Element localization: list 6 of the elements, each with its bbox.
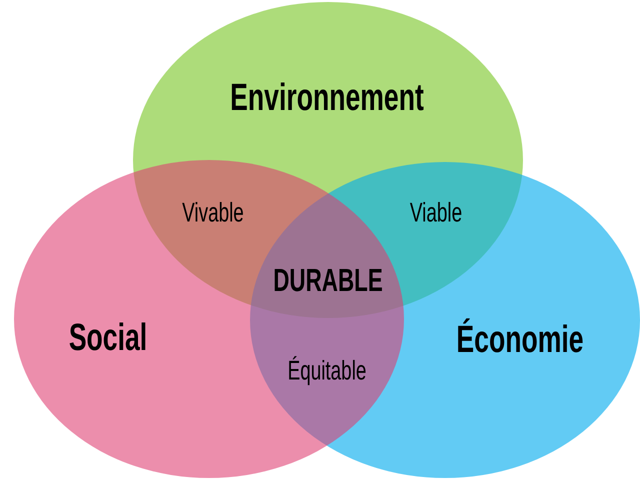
region-label: Vivable xyxy=(182,200,244,226)
circle-title: Environnement xyxy=(230,79,424,117)
region-label: Viable xyxy=(410,200,462,226)
region-label: Équitable xyxy=(288,358,366,384)
region-label: DURABLE xyxy=(273,264,383,296)
circle-title: Social xyxy=(68,319,148,357)
